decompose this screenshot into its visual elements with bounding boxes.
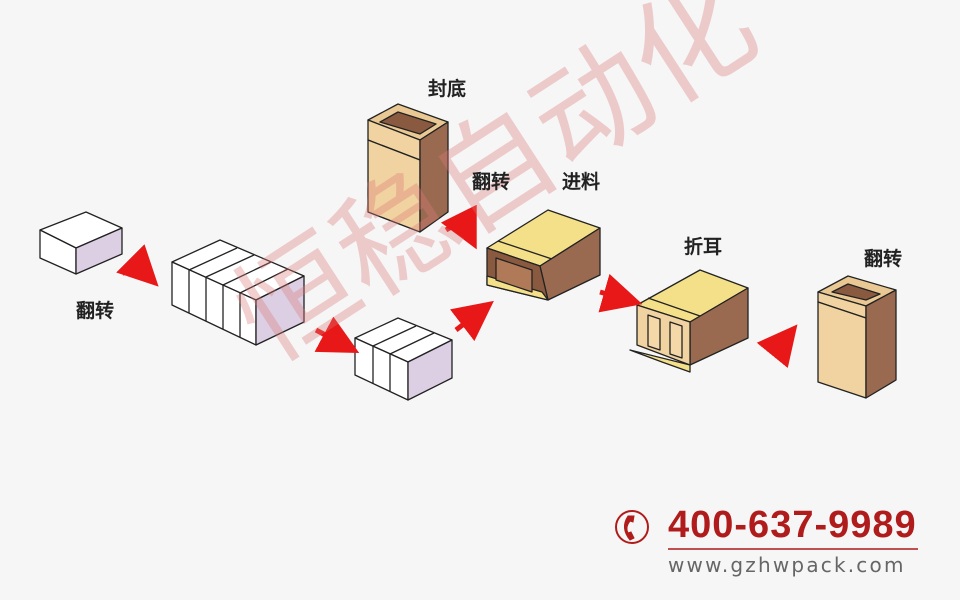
divider [668,548,918,550]
label-flip-3: 翻转 [864,248,903,270]
label-seal-bottom: 封底 [428,78,467,100]
arrow-flip-2 [440,204,477,250]
phone-icon [615,510,649,544]
arrow-flip-1 [116,244,159,287]
single-product-box [39,211,123,275]
product-row-box [171,239,305,346]
carton-folded-ears [629,269,749,373]
phone-number: 400-637-9989 [668,504,917,546]
carton-feed [486,209,601,301]
label-flip-2: 翻转 [472,171,511,193]
label-flip-1: 翻转 [76,300,115,322]
website-link[interactable]: www.gzhwpack.com [668,553,906,577]
label-feed: 进料 [562,171,601,193]
carton-final [817,275,897,399]
arrow-to-fold [598,273,643,313]
label-fold-ears: 折耳 [684,236,723,258]
arrow-to-group [314,316,360,354]
arrow-to-feed [449,300,494,342]
carton-sealed-bottom [367,103,449,233]
arrow-flip-3 [756,324,798,369]
